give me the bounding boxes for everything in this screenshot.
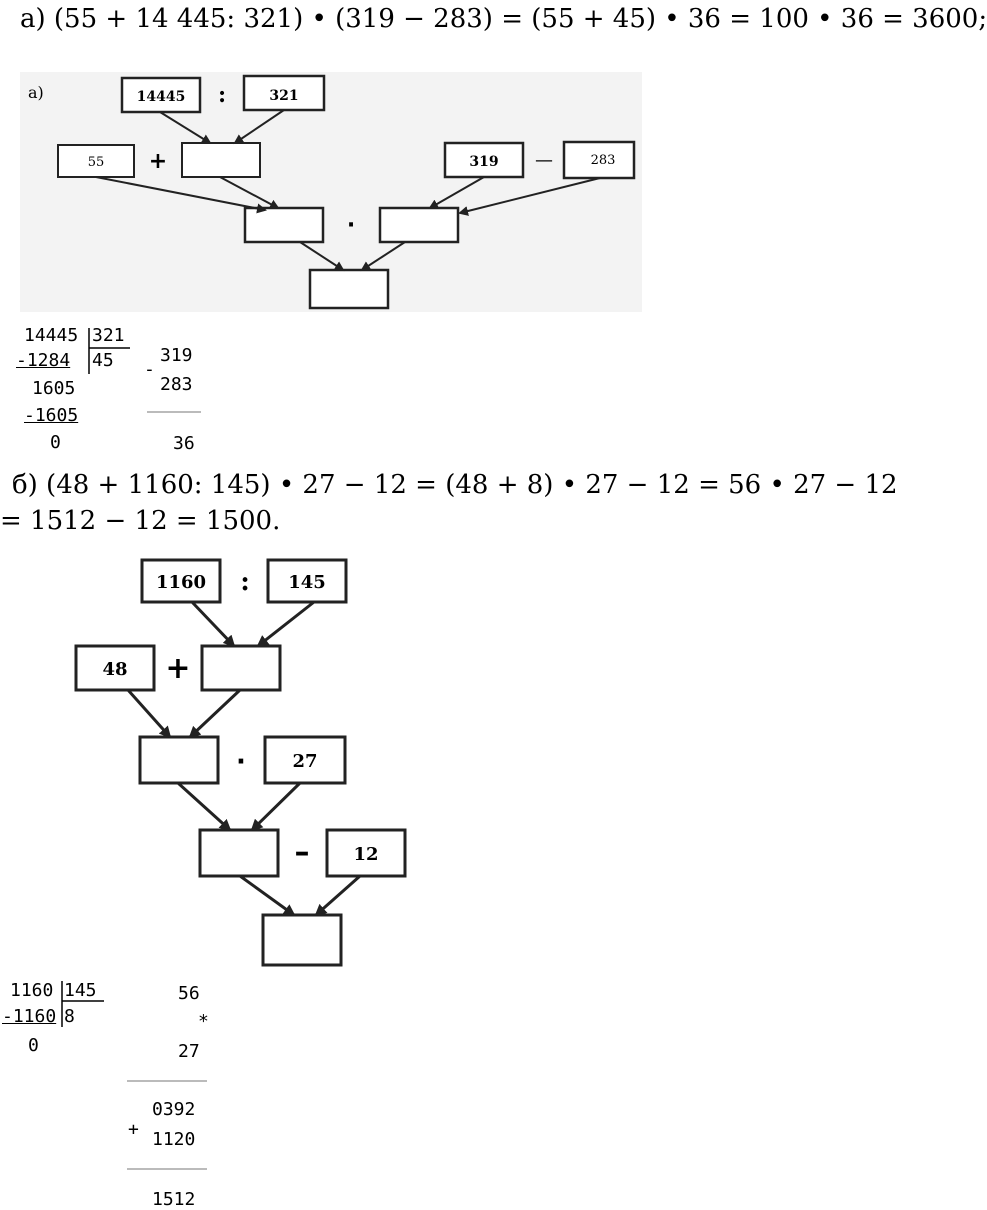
division-a-step2: -1605 [24, 405, 79, 426]
op-minus-a: — [535, 150, 553, 171]
box-12 [325, 828, 407, 878]
box-sum-empty [243, 206, 325, 244]
box-319-value: 319 [469, 154, 498, 170]
division-b-remainder: 0 [28, 1035, 39, 1056]
box-27 [263, 735, 347, 785]
op-div-b: : [240, 567, 250, 597]
subtraction-a: - 319 283 36 [140, 344, 210, 454]
multiplication-b-partial1: 0392 [152, 1099, 196, 1120]
box-sum-b-empty [138, 735, 220, 785]
equation-b-line2: = 1512 − 12 = 1500. [0, 506, 281, 536]
op-mul-b: · [236, 747, 246, 777]
box-product-b-empty [198, 828, 280, 878]
division-a-step1: -1284 [16, 350, 71, 371]
box-319 [443, 141, 525, 179]
equation-a: а) (55 + 14 445: 321) • (319 − 283) = (5… [20, 4, 987, 34]
diagram-a-label: а) [28, 83, 44, 102]
op-plus-b: + [165, 651, 190, 686]
box-difference-empty [378, 206, 460, 244]
expression-tree-a: а) 14445 : 321 55 + 319 — 283 · [20, 72, 642, 312]
box-quotient-empty [181, 142, 261, 178]
expression-tree-b: 1160 : 145 48 + · 27 – 12 [74, 558, 407, 967]
op-plus-a: + [149, 149, 167, 174]
box-1160 [140, 558, 222, 604]
multiplication-b: 56 * 27 + 0392 1120 1512 [120, 982, 220, 1210]
box-145-value: 145 [288, 572, 326, 593]
box-55-value: 55 [88, 155, 105, 170]
box-283 [562, 140, 636, 180]
division-b-divisor: 145 [64, 980, 97, 1001]
division-a-dividend: 14445 [24, 325, 79, 346]
op-minus-b: – [295, 835, 310, 870]
box-145 [266, 558, 348, 604]
box-12-value: 12 [353, 844, 378, 865]
multiplication-b-plus: + [128, 1119, 139, 1140]
multiplication-b-result: 1512 [152, 1189, 196, 1210]
division-a-remainder1: 1605 [32, 378, 76, 399]
box-divisor-value: 321 [269, 88, 298, 104]
box-48-value: 48 [102, 659, 127, 680]
subtraction-a-minuend: 319 [160, 345, 193, 366]
box-283-value: 283 [591, 153, 616, 168]
subtraction-a-result: 36 [173, 433, 195, 454]
box-dividend [120, 76, 202, 114]
box-result-b-empty [261, 913, 343, 967]
division-a-divisor: 321 [92, 325, 125, 346]
box-48 [74, 644, 156, 692]
subtraction-a-sign: - [144, 359, 155, 380]
multiplication-b-multiplicand: 56 [178, 983, 200, 1004]
division-b-dividend: 1160 [10, 980, 54, 1001]
division-b: 1160 145 -1160 8 0 [0, 981, 120, 1061]
box-1160-value: 1160 [156, 572, 206, 593]
equation-b-line1: б) (48 + 1160: 145) • 27 − 12 = (48 + 8)… [12, 470, 898, 500]
division-a-remainder: 0 [50, 432, 61, 453]
multiplication-b-sign: * [198, 1011, 209, 1032]
subtraction-a-subtrahend: 283 [160, 374, 193, 395]
box-27-value: 27 [292, 751, 317, 772]
op-div-a: : [218, 82, 226, 108]
multiplication-b-multiplier: 27 [178, 1041, 200, 1062]
box-dividend-value: 14445 [137, 89, 186, 105]
division-a: 14445 321 -1284 45 1605 -1605 0 [16, 325, 140, 456]
division-b-quotient: 8 [64, 1006, 75, 1027]
division-b-step: -1160 [2, 1006, 57, 1027]
box-quotient-b-empty [200, 644, 282, 692]
division-a-quotient: 45 [92, 350, 114, 371]
box-result-empty [308, 268, 390, 310]
op-mul-a: · [347, 213, 355, 238]
multiplication-b-partial2: 1120 [152, 1129, 196, 1150]
